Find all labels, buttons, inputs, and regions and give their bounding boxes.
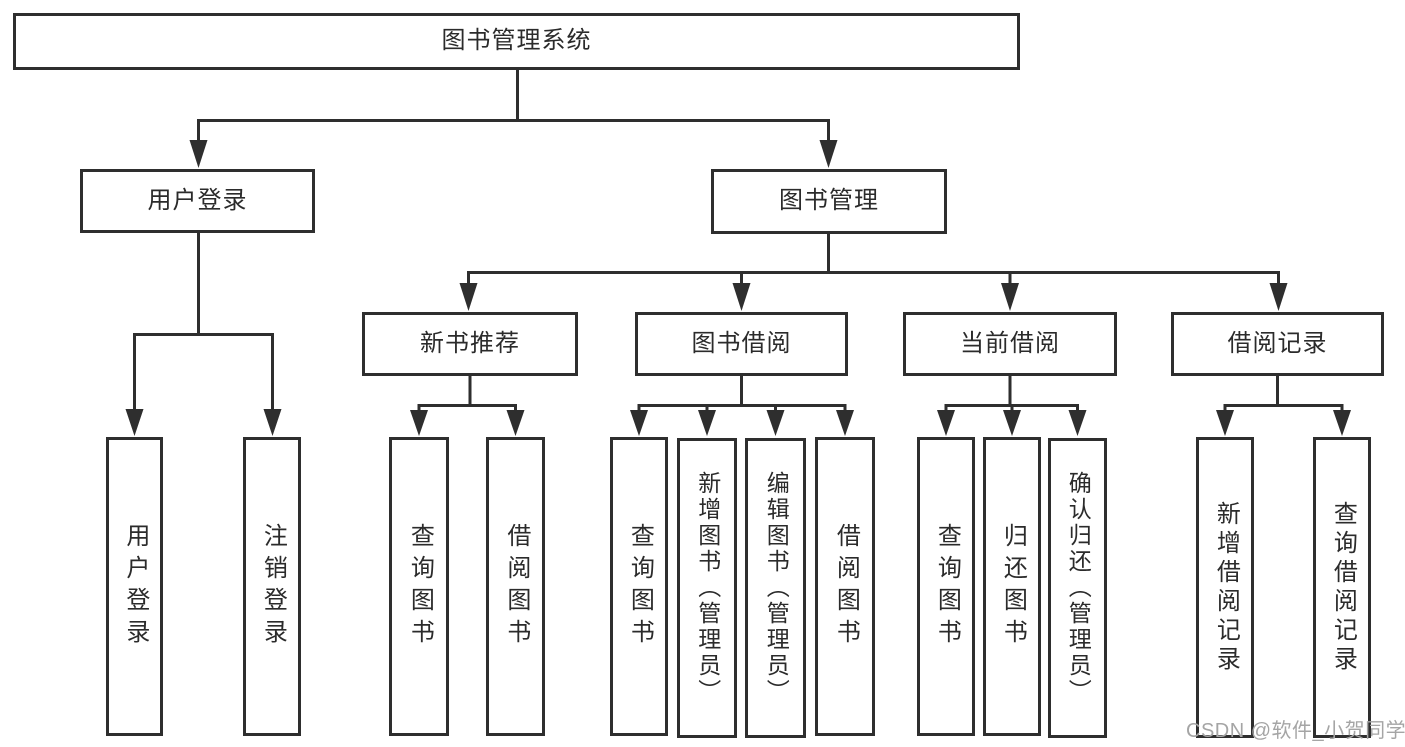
- leaf-add-borrow-record: 新增借阅记录: [1196, 437, 1254, 738]
- node-new-book-recommend: 新书推荐: [362, 312, 578, 376]
- node-book-management: 图书管理: [711, 169, 947, 234]
- leaf-query-borrow-record: 查询借阅记录: [1313, 437, 1371, 738]
- leaf-logout: 注销登录: [243, 437, 301, 736]
- node-book-borrowing: 图书借阅: [635, 312, 848, 376]
- leaf-borrow-books-recommend: 借阅图书: [486, 437, 545, 736]
- node-user-login: 用户登录: [80, 169, 315, 233]
- node-current-borrowing: 当前借阅: [903, 312, 1117, 376]
- node-library-management-system: 图书管理系统: [13, 13, 1020, 70]
- leaf-query-books-current: 查询图书: [917, 437, 975, 736]
- csdn-watermark: CSDN @软件_小贺同学: [1186, 720, 1405, 742]
- leaf-edit-book-admin: 编辑图书（管理员）: [745, 438, 806, 738]
- leaf-query-books-borrowing: 查询图书: [610, 437, 668, 736]
- leaf-user-login: 用户登录: [106, 437, 163, 736]
- node-borrow-records: 借阅记录: [1171, 312, 1384, 376]
- leaf-add-book-admin: 新增图书（管理员）: [677, 438, 737, 738]
- leaf-confirm-return-admin: 确认归还（管理员）: [1048, 438, 1107, 738]
- leaf-borrow-books-borrowing: 借阅图书: [815, 437, 875, 736]
- leaf-return-books: 归还图书: [983, 437, 1041, 736]
- leaf-query-books-recommend: 查询图书: [389, 437, 449, 736]
